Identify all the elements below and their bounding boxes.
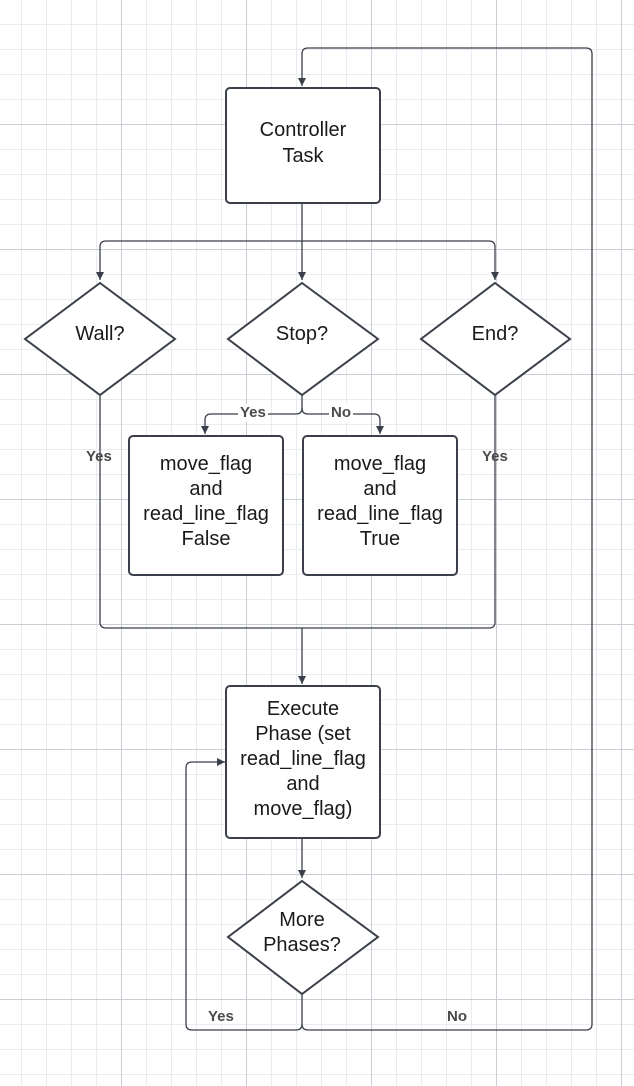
connector-more-no xyxy=(298,47,593,1031)
more-phases-decision xyxy=(226,879,380,996)
connector-split-to-end xyxy=(302,240,499,280)
end-decision xyxy=(419,281,572,397)
connector-wall-yes xyxy=(99,395,302,629)
flags-false-box xyxy=(128,435,284,576)
controller-task-box xyxy=(225,87,381,204)
connector-split-to-wall xyxy=(96,240,302,280)
stop-decision xyxy=(226,281,380,397)
flags-true-box xyxy=(302,435,458,576)
execute-phase-box xyxy=(225,685,381,839)
connector-end-yes xyxy=(302,395,496,629)
connector-stop-no xyxy=(301,407,384,434)
wall-decision xyxy=(23,281,177,397)
connector-stop-yes xyxy=(201,395,303,434)
connector-more-yes xyxy=(185,758,303,1031)
